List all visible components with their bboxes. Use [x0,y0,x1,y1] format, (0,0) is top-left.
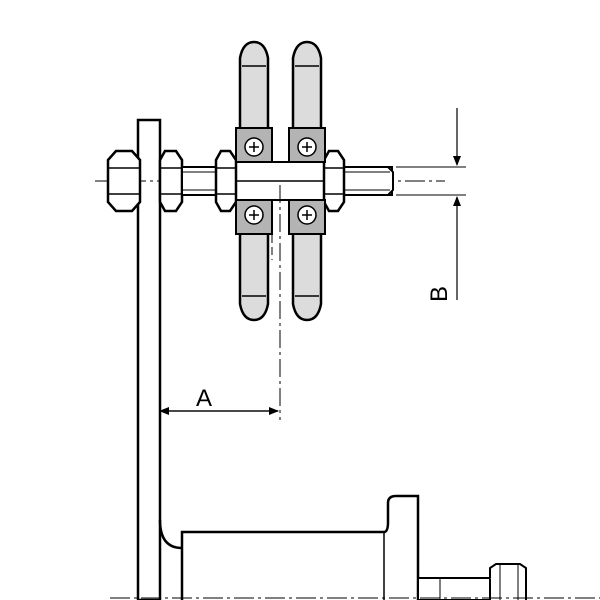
base-housing [180,494,527,600]
right-shaft-nut [322,149,346,213]
left-shaft-nut [214,149,238,213]
right-sprocket [288,40,326,322]
left-sprocket [235,40,273,322]
dimension-a-label: A [196,385,212,412]
dimension-b: B [396,108,466,302]
inner-hex-nut [158,149,184,213]
dimension-a: A [159,385,279,415]
mounting-plate [136,118,183,600]
outer-hex-nut [106,149,142,213]
dimension-b-label: B [426,286,453,302]
